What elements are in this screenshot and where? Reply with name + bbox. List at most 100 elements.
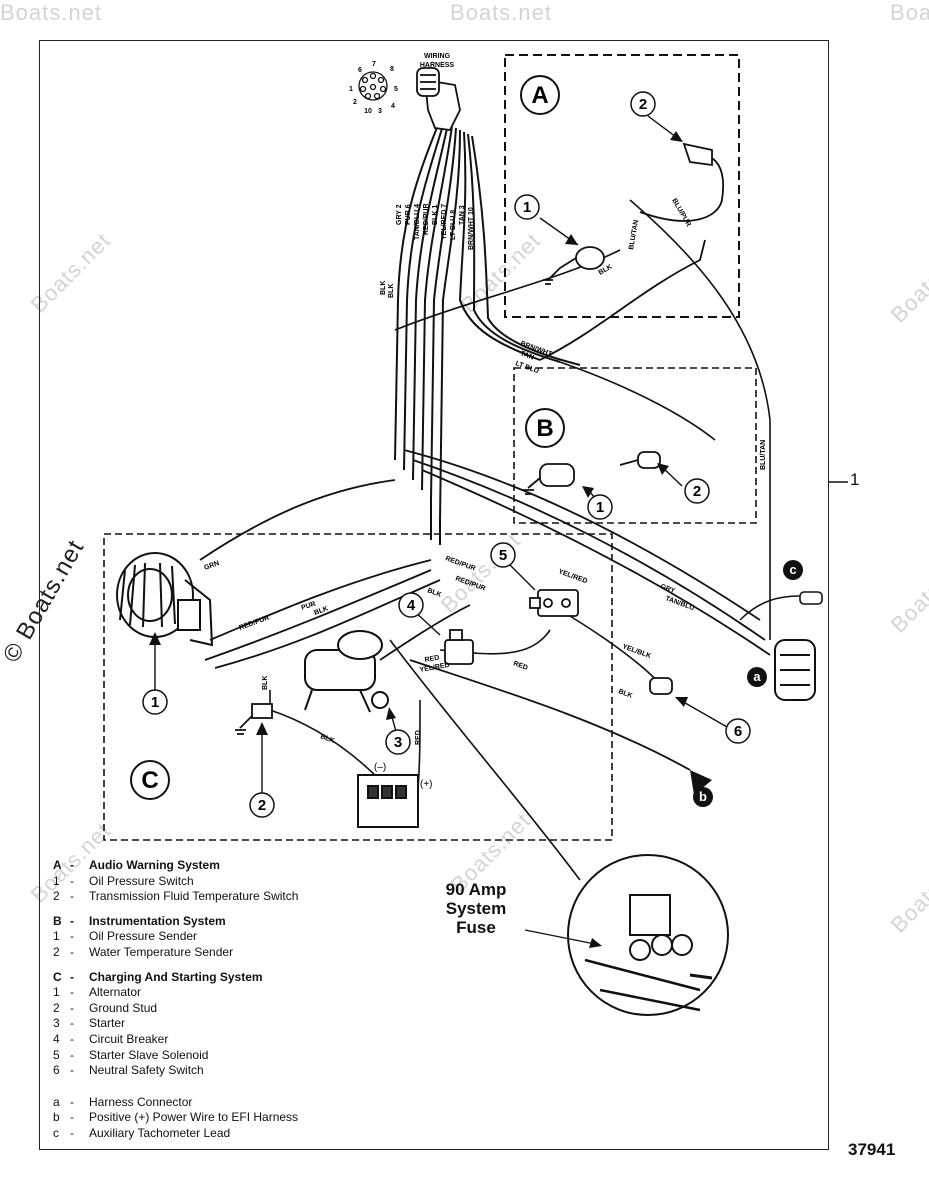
wire-label-blk-b: BLK (426, 587, 442, 598)
callout-c4-circle (398, 592, 424, 618)
wire-right-2 (412, 459, 766, 641)
wire-label-ltblu8: LT BLU 8 (450, 210, 457, 240)
wire-label-brnwht10: BRN/WHT 10 (468, 207, 475, 250)
pin-5: 5 (394, 86, 398, 93)
alternator (116, 552, 214, 647)
water-temp-sender (619, 451, 661, 469)
watermark-top-right: Boats.net (890, 0, 929, 25)
legend-c-item: 3 - Starter (53, 1016, 126, 1031)
legend-c-item: 2 - Ground Stud (53, 1000, 158, 1015)
callout-c2-circle (249, 792, 275, 818)
callout-c6-circle (725, 718, 751, 744)
wire-label-grn: GRN (203, 560, 220, 572)
callout-a2-circle (630, 91, 656, 117)
figure-number: 37941 (848, 1140, 896, 1159)
callout-b1-circle (587, 494, 613, 520)
wire-tach (739, 595, 801, 621)
battery (357, 774, 419, 828)
callout-letter-c: c (789, 562, 796, 577)
section-c-box (103, 533, 613, 841)
wire-right-1 (403, 449, 761, 621)
legend-group-c-title: C - Charging And Starting System (53, 969, 263, 984)
svg-text:B: B (536, 415, 553, 442)
wire-label-blk-n: BLK (617, 688, 633, 699)
callout-b2: 2 (693, 483, 701, 500)
wire-label-ylwred7: YEL/RED 7 (441, 204, 448, 240)
wire-fuse (389, 639, 581, 881)
legend-b-item: 1 - Oil Pressure Sender (53, 929, 198, 944)
wire-to-sender (559, 361, 716, 441)
wire-label-blutan-a: BLU/TAN (628, 219, 640, 250)
harness-label-2: HARNESS (420, 62, 455, 69)
wire-label-tan3: TAN 3 (459, 205, 466, 225)
pin-4: 4 (391, 103, 395, 110)
legend-letter-item: c - Auxiliary Tachometer Lead (53, 1125, 231, 1140)
wire-label-gry: GRY (659, 583, 676, 595)
wire-label-blk-c1: BLK (388, 284, 395, 298)
callout-c5: 5 (499, 547, 507, 564)
legend-a-item: 2 - Transmission Fluid Temperature Switc… (53, 889, 299, 904)
pin-3: 3 (378, 108, 382, 115)
legend-c-item: 1 - Alternator (53, 985, 142, 1000)
svg-text:A: A (531, 82, 548, 109)
oil-pressure-sender-b (522, 463, 575, 495)
wire-starter (379, 604, 471, 661)
pin-6: 6 (358, 67, 362, 74)
section-a-box (504, 54, 740, 318)
fuse-label-line1: 90 Amp (445, 880, 507, 899)
wire-label-red2: RED (424, 655, 440, 664)
section-b-box (513, 367, 757, 524)
wire-label-ltblu: LT BLU (514, 360, 539, 375)
wire-label-red: RED (512, 660, 528, 672)
wire-label-redpur2: RED/PUR (444, 555, 476, 572)
watermark-top-left: Boats.net (0, 0, 102, 25)
wire-to-section-a (539, 239, 706, 361)
wire-label-blk-c2: BLK (380, 281, 387, 295)
battery-negative-label: (–) (374, 762, 386, 773)
pin-8: 8 (390, 66, 394, 73)
wire-label-blk-alt: BLK (313, 605, 329, 616)
ground-stud (235, 703, 273, 735)
legend-b-item: 2 - Water Temperature Sender (53, 944, 234, 959)
slave-solenoid (529, 589, 579, 617)
legend-letter-item: b - Positive (+) Power Wire to EFI Harne… (53, 1110, 299, 1125)
diagram-frame (39, 40, 829, 1150)
pin-1: 1 (349, 86, 353, 93)
fuse-detail (567, 854, 729, 1016)
legend: A - Audio Warning System 1 - Oil Pressur… (53, 858, 433, 1142)
wire-pur-alt (209, 559, 432, 641)
legend-letter-item: a - Harness Connector (53, 1094, 193, 1109)
pin-diagram (358, 71, 388, 101)
tach-lead (799, 591, 823, 605)
wire-label-pur6: PUR 6 (405, 204, 412, 225)
callout-c1-circle (142, 689, 168, 715)
wire-right-3 (421, 469, 771, 656)
section-b-marker: B (525, 408, 565, 448)
starter-motor (304, 630, 389, 713)
wire-redpur-alt (204, 569, 432, 661)
wire-label-blupur: BLU/PUR (670, 198, 692, 228)
legend-group-b-title: B - Instrumentation System (53, 913, 226, 928)
oil-pressure-switch-a (543, 246, 605, 285)
pin-10: 10 (364, 108, 372, 115)
main-harness-bundle (394, 119, 581, 545)
arrow-b (690, 770, 712, 795)
wire-blutan (629, 199, 771, 640)
wire-label-blk-g: BLK (262, 676, 269, 690)
harness-connector-a (774, 639, 816, 701)
reference-number: 1 (850, 470, 860, 489)
callout-a2: 2 (639, 96, 647, 113)
legend-c-item: 4 - Circuit Breaker (53, 1031, 169, 1046)
pin-2: 2 (353, 99, 357, 106)
neutral-safety-switch (649, 677, 673, 695)
wire-label-red-bat: RED (415, 730, 422, 745)
legend-c-item: 5 - Starter Slave Solenoid (53, 1047, 209, 1062)
wire-label-blutan-r: BLU/TAN (760, 440, 767, 470)
wire-label-tanblu4: TAN/BLU 4 (414, 204, 421, 240)
wire-label-redpur-alt: RED/PUR (238, 615, 270, 632)
battery-positive-label: (+) (420, 779, 433, 790)
harness-connector (416, 67, 461, 131)
wire-ground (269, 690, 381, 781)
callout-letter-a-circle (747, 667, 767, 687)
